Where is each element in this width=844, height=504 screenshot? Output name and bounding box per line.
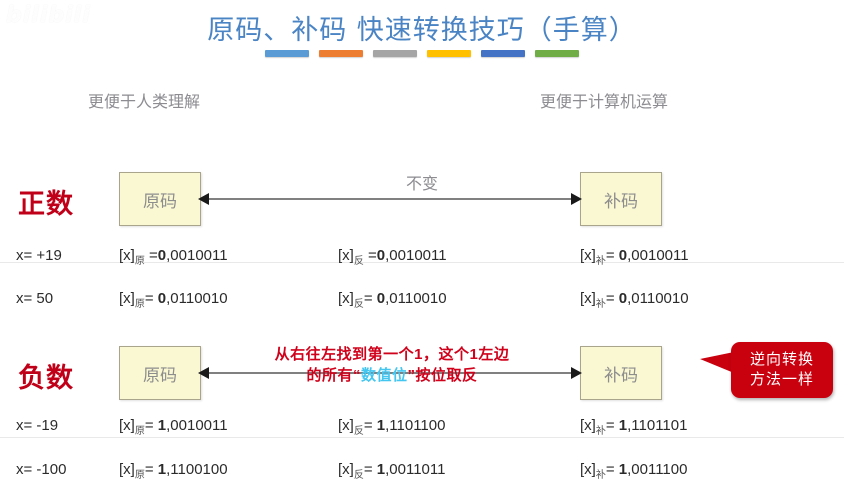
divider-negative [0,437,844,438]
table-row: x= -19 [x]原= 1,0010011 [x]反= 1,1101100 [… [0,413,844,439]
title-decoration-bars [0,50,844,57]
annotation-highlight-term: 数值位 [360,367,408,384]
divider-positive [0,262,844,263]
row-yuanma: [x]原= 1,1100100 [119,461,228,481]
table-row: x= -100 [x]原= 1,1100100 [x]反= 1,0011011 … [0,457,844,483]
row-yuanma: [x]原= 0,0110010 [119,290,228,310]
title-bar-4 [427,50,471,57]
callout-line-1: 逆向转换 [749,351,814,368]
row-fanma: [x]反= 0,0110010 [338,290,447,310]
callout-line-2: 方法一样 [749,371,814,388]
row-x-value: x= -100 [16,461,67,478]
row-yuanma: [x]原= 1,0010011 [119,417,228,437]
row-x-value: x= +19 [16,247,62,264]
negative-box-buma: 补码 [580,346,662,400]
row-x-value: x= -19 [16,417,59,434]
caption-human-readable: 更便于人类理解 [88,94,201,111]
row-buma: [x]补= 0,0010011 [580,247,689,267]
annotation-line-2: 的所有“数值位”按位取反 [306,367,478,384]
row-buma: [x]补= 1,1101101 [580,417,688,437]
row-fanma: [x]反= 1,0011011 [338,461,446,481]
row-yuanma: [x]原 =0,0010011 [119,247,228,267]
callout-pointer [700,352,734,373]
page-title: 原码、补码 快速转换技巧（手算） [207,15,637,46]
row-buma: [x]补= 0,0110010 [580,290,689,310]
title-bar-1 [265,50,309,57]
row-x-value: x= 50 [16,290,54,307]
annotation-line-1: 从右往左找到第一个1，这个1左边 [274,346,510,363]
row-buma: [x]补= 1,0011100 [580,461,688,481]
section-label-positive: 正数 [18,189,74,219]
positive-box-buma: 补码 [580,172,662,226]
title-bar-3 [373,50,417,57]
caption-machine-friendly: 更便于计算机运算 [540,94,669,111]
negative-conversion-annotation: 从右往左找到第一个1，这个1左边 的所有“数值位”按位取反 [222,344,562,386]
negative-box-yuanma: 原码 [119,346,201,400]
positive-box-yuanma: 原码 [119,172,201,226]
title-bar-6 [535,50,579,57]
positive-arrow-label: 不变 [405,176,438,193]
section-label-negative: 负数 [18,363,74,393]
bilibili-watermark: bilibili [6,3,91,28]
table-row: x= 50 [x]原= 0,0110010 [x]反= 0,0110010 [x… [0,286,844,312]
reverse-conversion-callout: 逆向转换 方法一样 [731,342,833,398]
title-bar-5 [481,50,525,57]
positive-double-arrow [198,193,582,205]
row-fanma: [x]反= 1,1101100 [338,417,446,437]
table-row: x= +19 [x]原 =0,0010011 [x]反 =0,0010011 [… [0,243,844,269]
negative-double-arrow [198,367,582,379]
row-fanma: [x]反 =0,0010011 [338,247,447,267]
title-bar-2 [319,50,363,57]
